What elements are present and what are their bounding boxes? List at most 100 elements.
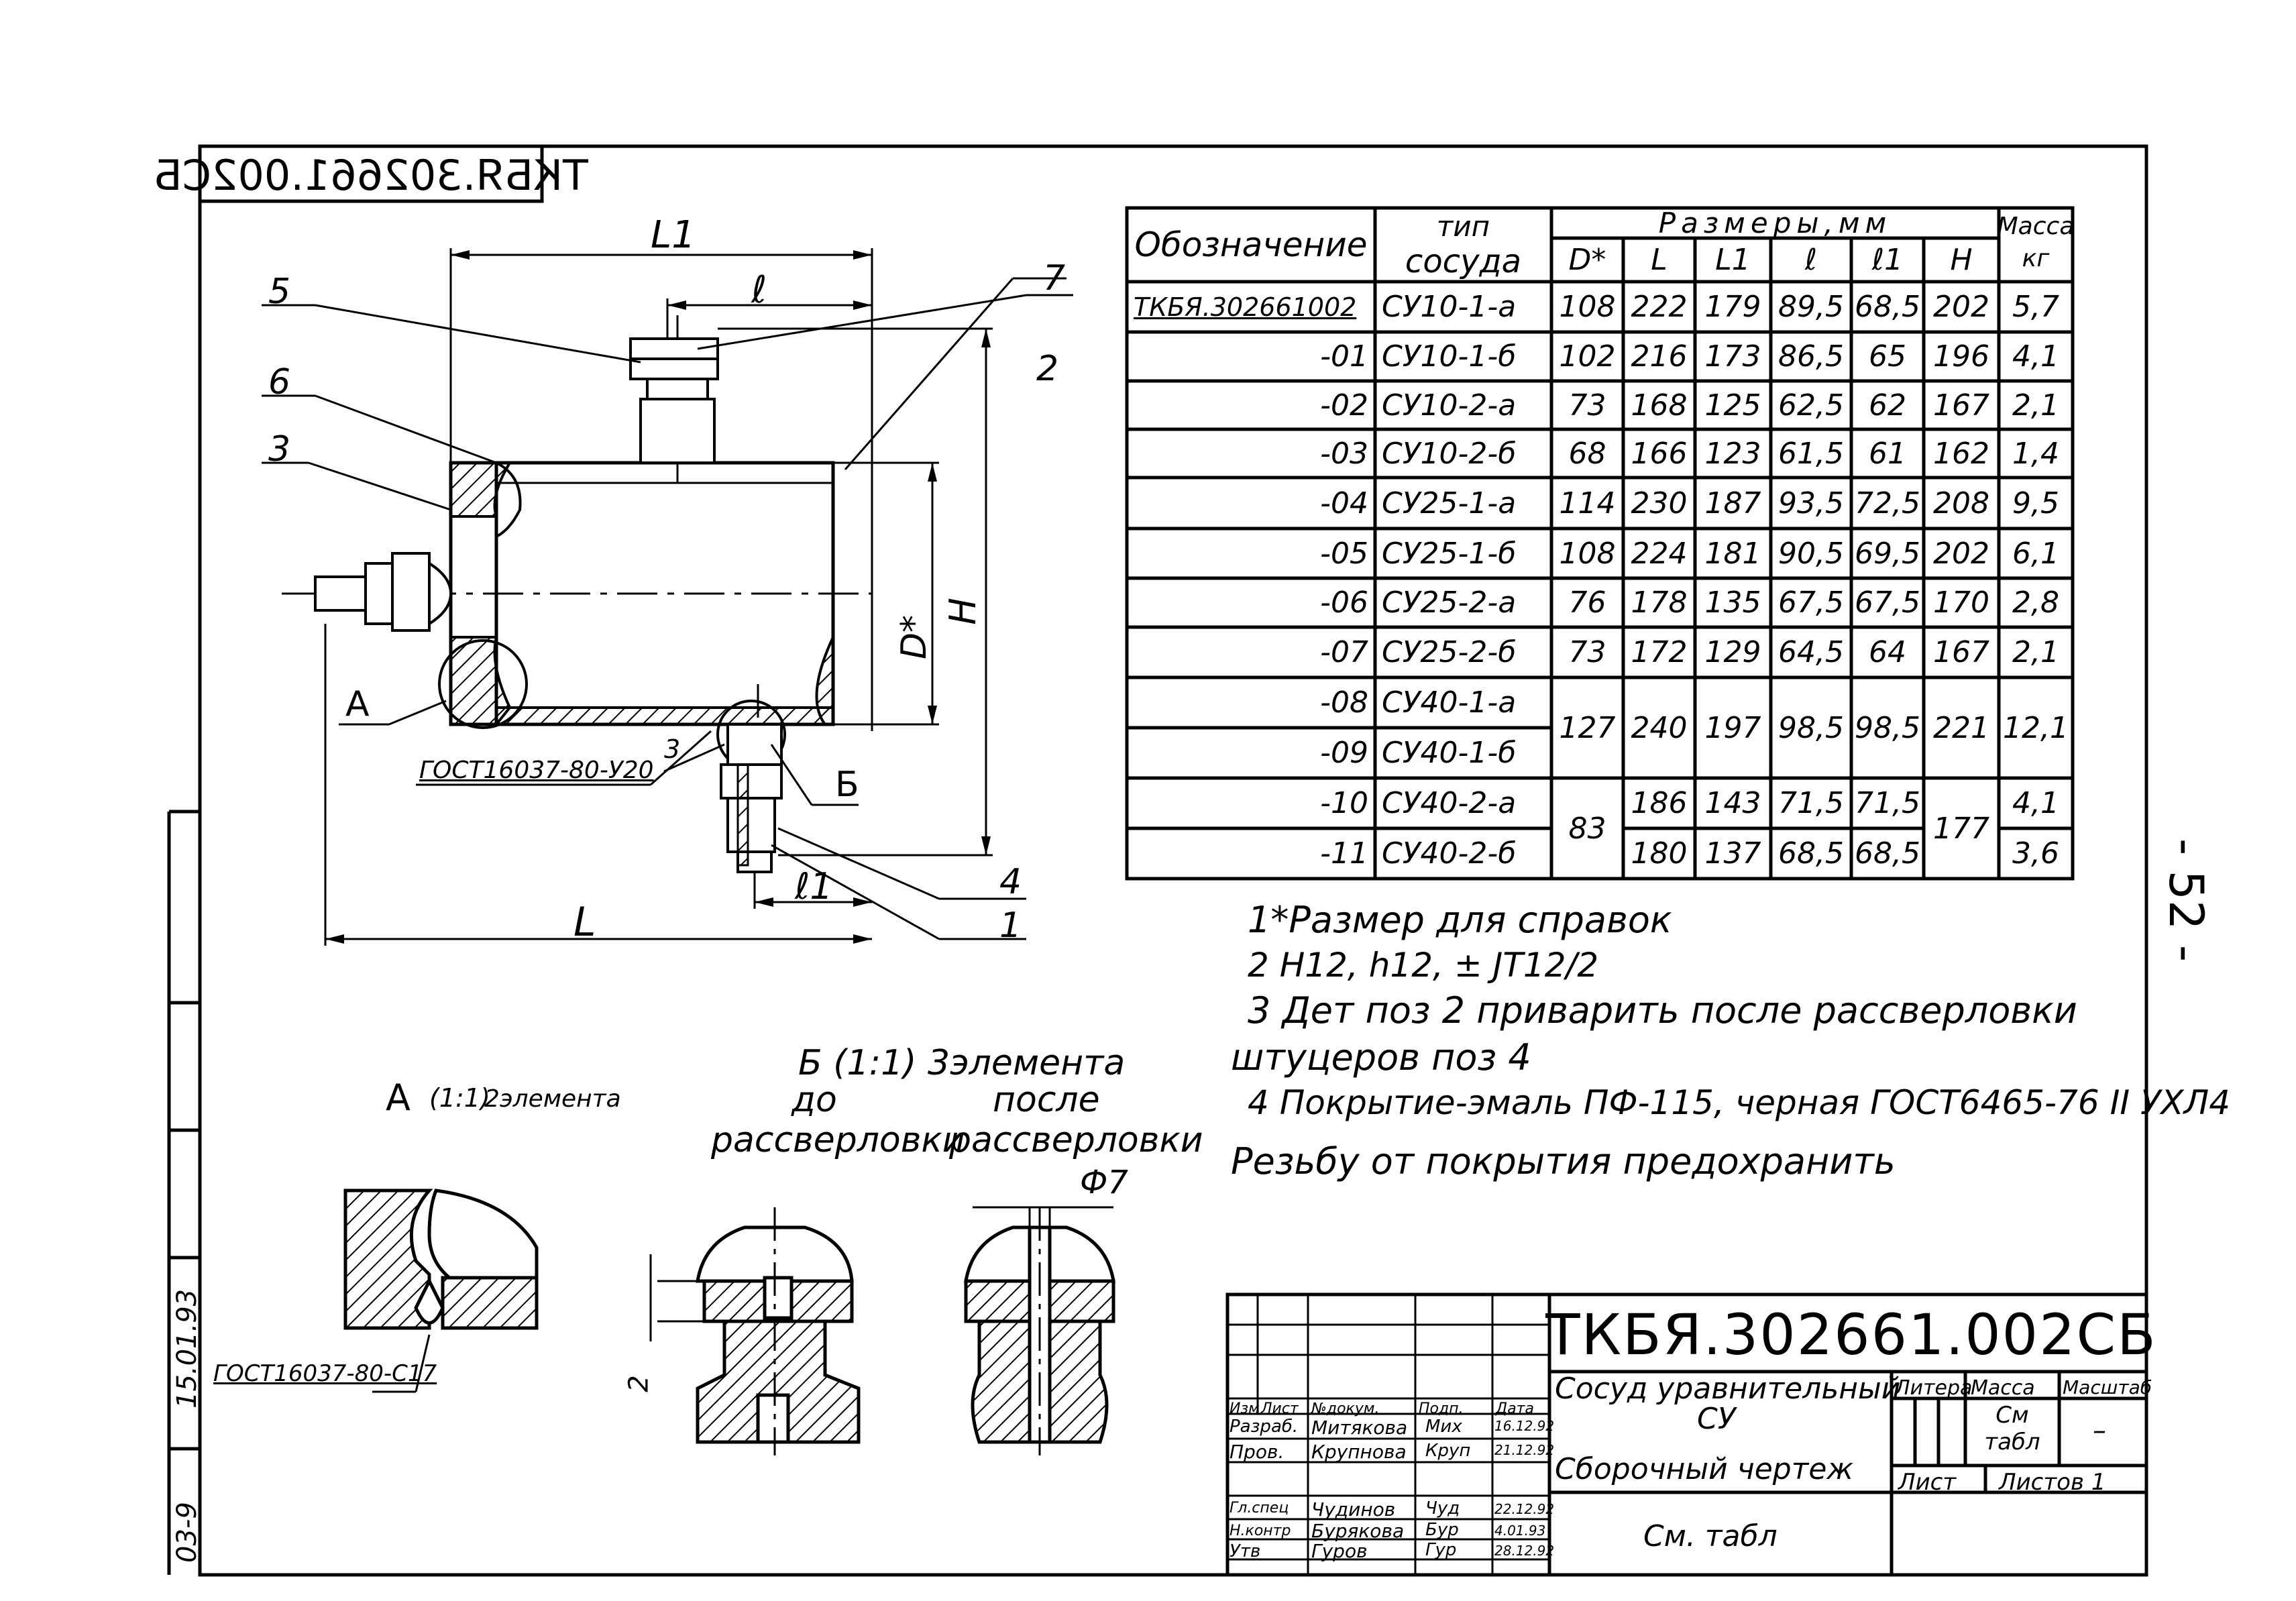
table-cell: 129 bbox=[1704, 635, 1761, 669]
table-row-type: СУ10-1-а bbox=[1382, 290, 1517, 324]
table-row-des: -09 bbox=[1320, 736, 1368, 770]
view-a-scale: (1:1) bbox=[429, 1083, 490, 1113]
title-material: См. табл bbox=[1643, 1519, 1778, 1553]
table-row-type: СУ25-2-б bbox=[1382, 635, 1517, 669]
table-row-type: СУ25-1-б bbox=[1382, 536, 1517, 571]
name-utv: Гуров bbox=[1311, 1540, 1368, 1562]
pos-label-2: 2 bbox=[1036, 349, 1059, 389]
table-cell: 76 bbox=[1568, 586, 1606, 620]
table-cell: 68,5 bbox=[1778, 836, 1844, 871]
pos-label-3b: 3 bbox=[664, 734, 681, 764]
table-row-type: СУ40-2-а bbox=[1382, 786, 1517, 820]
title-sheets: Листов 1 bbox=[1999, 1469, 2106, 1496]
col-header-doc: №докум. bbox=[1311, 1400, 1380, 1417]
th-type-1: тип bbox=[1436, 210, 1490, 243]
table-cell: 196 bbox=[1933, 339, 1989, 374]
table-cell: 108 bbox=[1559, 290, 1616, 324]
th-type-2: сосуда bbox=[1405, 242, 1522, 280]
table-cell: 69,5 bbox=[1855, 536, 1920, 571]
table-grid bbox=[1125, 206, 2075, 881]
role-utv: Утв bbox=[1229, 1541, 1261, 1561]
col-header-izm: Изм bbox=[1229, 1400, 1260, 1417]
dim-label-l: ℓ bbox=[751, 268, 767, 312]
table-cell: 162 bbox=[1933, 436, 1989, 471]
table-cell: 83 bbox=[1568, 811, 1606, 846]
sign-utv: Гур bbox=[1425, 1540, 1457, 1560]
pos-label-5: 5 bbox=[268, 272, 291, 312]
weld-note-1: ГОСТ16037-80-У20 bbox=[419, 757, 654, 784]
role-nkontr: Н.контр bbox=[1229, 1523, 1291, 1539]
note-4: 4 Покрытие-эмаль ПФ-115, черная ГОСТ6465… bbox=[1248, 1083, 2231, 1122]
note-1: 1*Размер для справок bbox=[1248, 899, 1672, 941]
table-cell: 67,5 bbox=[1855, 586, 1920, 620]
table-cell: 166 bbox=[1631, 436, 1688, 471]
sign-prov: Круп bbox=[1425, 1441, 1471, 1461]
before-label-2: рассверловки bbox=[711, 1120, 965, 1160]
th-designation: Обозначение bbox=[1134, 225, 1368, 264]
table-cell: 5,7 bbox=[2012, 290, 2059, 324]
title-scale: Масштаб bbox=[2063, 1376, 2152, 1398]
table-cell: 86,5 bbox=[1778, 339, 1844, 374]
note-3-cont: штуцеров поз 4 bbox=[1231, 1036, 1531, 1079]
note-5: Резьбу от покрытия предохранить bbox=[1231, 1140, 1896, 1182]
table-cell: 208 bbox=[1933, 486, 1989, 520]
sign-glspec: Чуд bbox=[1425, 1498, 1460, 1519]
table-cell: 177 bbox=[1933, 811, 1989, 846]
table-cell: 202 bbox=[1933, 290, 1989, 324]
title-name-1: Сосуд уравнительный bbox=[1555, 1372, 1901, 1406]
table-row-type: СУ40-1-б bbox=[1382, 736, 1517, 770]
col-header-sign: Подп. bbox=[1419, 1400, 1464, 1417]
title-doc-type: Сборочный чертеж bbox=[1555, 1452, 1854, 1486]
date-utv: 28.12.92 bbox=[1494, 1543, 1555, 1559]
date-razrab: 16.12.92 bbox=[1494, 1418, 1555, 1434]
th-mass-2: кг bbox=[2022, 244, 2050, 272]
table-cell: 61 bbox=[1869, 436, 1906, 471]
weld-note-2: ГОСТ16037-80-С17 bbox=[213, 1360, 437, 1387]
table-cell: 137 bbox=[1704, 836, 1761, 871]
table-cell: 167 bbox=[1933, 635, 1989, 669]
table-row-des: -11 bbox=[1320, 836, 1368, 871]
table-row-des: -01 bbox=[1320, 339, 1368, 374]
name-razrab: Митякова bbox=[1311, 1417, 1408, 1439]
th-d: D* bbox=[1568, 243, 1606, 277]
table-row-type: СУ25-1-а bbox=[1382, 486, 1517, 520]
table-cell: 90,5 bbox=[1778, 536, 1844, 571]
title-name-2: СУ bbox=[1697, 1402, 1736, 1436]
table-row-type: СУ25-2-а bbox=[1382, 586, 1517, 620]
table-cell: 179 bbox=[1704, 290, 1761, 324]
table-cell: 2,1 bbox=[2012, 388, 2059, 423]
table-row-des: -05 bbox=[1320, 536, 1368, 571]
table-cell: 64 bbox=[1869, 635, 1906, 669]
table-cell: 68,5 bbox=[1855, 836, 1920, 871]
table-cell: 73 bbox=[1568, 635, 1606, 669]
table-cell: 68,5 bbox=[1855, 290, 1920, 324]
title-mass-value: См табл bbox=[1984, 1402, 2040, 1455]
pos-label-6: 6 bbox=[268, 362, 291, 402]
th-mass-1: Масса bbox=[1997, 212, 2075, 240]
table-cell: 12,1 bbox=[2003, 710, 2069, 745]
view-a-letter: А bbox=[386, 1076, 411, 1119]
table-cell: 93,5 bbox=[1778, 486, 1844, 520]
th-L1: L1 bbox=[1715, 243, 1751, 277]
view-b-title: Б (1:1) 3элемента bbox=[798, 1043, 1126, 1083]
table-cell: 98,5 bbox=[1855, 710, 1920, 745]
table-cell: 230 bbox=[1631, 486, 1688, 520]
table-cell: 172 bbox=[1631, 635, 1688, 669]
table-cell: 89,5 bbox=[1778, 290, 1844, 324]
table-cell: 71,5 bbox=[1778, 786, 1844, 820]
table-row-des: -08 bbox=[1320, 685, 1368, 720]
table-cell: 67,5 bbox=[1778, 586, 1844, 620]
table-cell: 68 bbox=[1568, 436, 1606, 471]
title-sheet: Лист bbox=[1898, 1469, 1957, 1496]
table-row-des: -10 bbox=[1320, 786, 1368, 820]
col-header-date: Дата bbox=[1496, 1400, 1534, 1417]
table-row-type: СУ10-2-б bbox=[1382, 436, 1517, 471]
table-row-des: -06 bbox=[1320, 586, 1368, 620]
table-cell: 186 bbox=[1631, 786, 1688, 820]
table-cell: 178 bbox=[1631, 586, 1688, 620]
table-cell: 123 bbox=[1704, 436, 1761, 471]
table-cell: 181 bbox=[1704, 536, 1761, 571]
table-cell: 170 bbox=[1933, 586, 1989, 620]
table-row-des: -04 bbox=[1320, 486, 1368, 520]
